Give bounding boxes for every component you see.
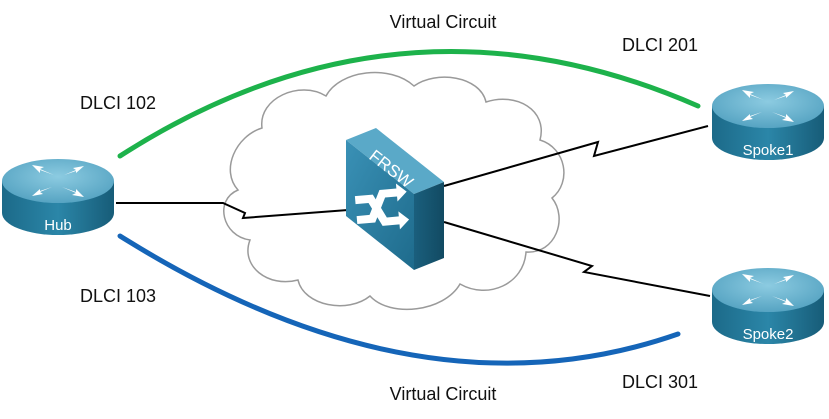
spoke2-router[interactable]: Spoke2 [712,268,824,344]
frsw-switch[interactable]: FRSW [346,128,444,270]
virtual-circuit-bottom-label: Virtual Circuit [390,384,497,404]
frame-relay-switch-icon [354,183,410,230]
virtual-circuit-top-line [117,48,701,159]
hub-to-switch-link [116,202,349,220]
dlci-301-label: DLCI 301 [622,372,698,392]
switch-to-spoke1-link [443,125,709,187]
spoke1-label: Spoke1 [743,142,794,159]
virtual-circuit-top-label: Virtual Circuit [390,12,497,32]
dlci-201-label: DLCI 201 [622,35,698,55]
spoke1-router[interactable]: Spoke1 [712,84,824,160]
switch-to-spoke2-link [443,221,711,297]
spoke2-label: Spoke2 [743,326,794,343]
hub-label: Hub [44,217,72,234]
dlci-103-label: DLCI 103 [80,286,156,306]
virtual-circuit-bottom-line [117,233,681,366]
hub-router[interactable]: Hub [2,159,114,235]
dlci-102-label: DLCI 102 [80,93,156,113]
